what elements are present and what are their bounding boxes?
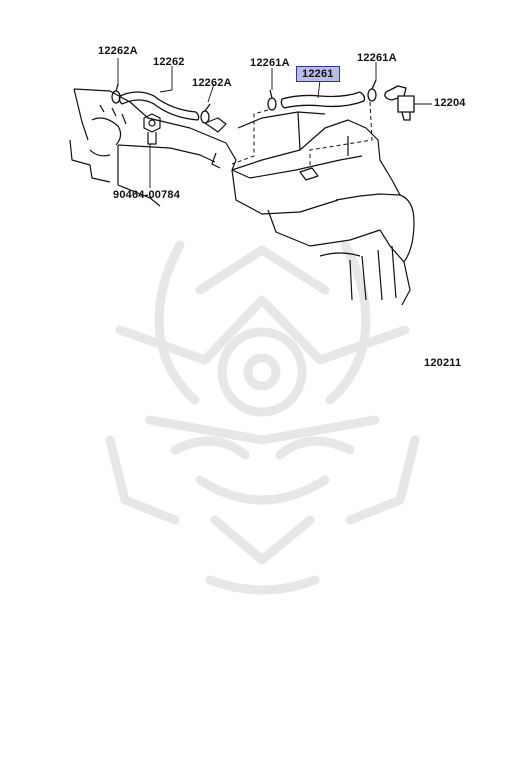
hose-12261 (280, 91, 366, 109)
label-clip-left: 12262A (98, 45, 138, 57)
clip-right-b (367, 79, 377, 102)
hose-12262 (118, 91, 200, 121)
label-grommet-bolt: 90464-00784 (113, 189, 181, 201)
label-clip-right-a: 12261A (250, 57, 290, 69)
label-clip-right-b: 12261A (357, 52, 397, 64)
clip-right-a (267, 89, 277, 111)
figure-number: 120211 (424, 357, 462, 369)
pcv-valve-12204 (384, 85, 415, 121)
clip-left (111, 83, 121, 104)
routing-lines (231, 101, 373, 166)
watermark-logo (105, 240, 420, 595)
engine-outline (69, 88, 415, 306)
label-hose-left: 12262 (153, 56, 185, 68)
label-pcv-valve: 12204 (434, 97, 466, 109)
label-hose-right-highlighted[interactable]: 12261 (296, 66, 340, 82)
clip-mid (200, 103, 211, 124)
grommet-90464 (143, 113, 161, 145)
leader-lines (117, 58, 432, 188)
label-clip-mid: 12262A (192, 77, 232, 89)
